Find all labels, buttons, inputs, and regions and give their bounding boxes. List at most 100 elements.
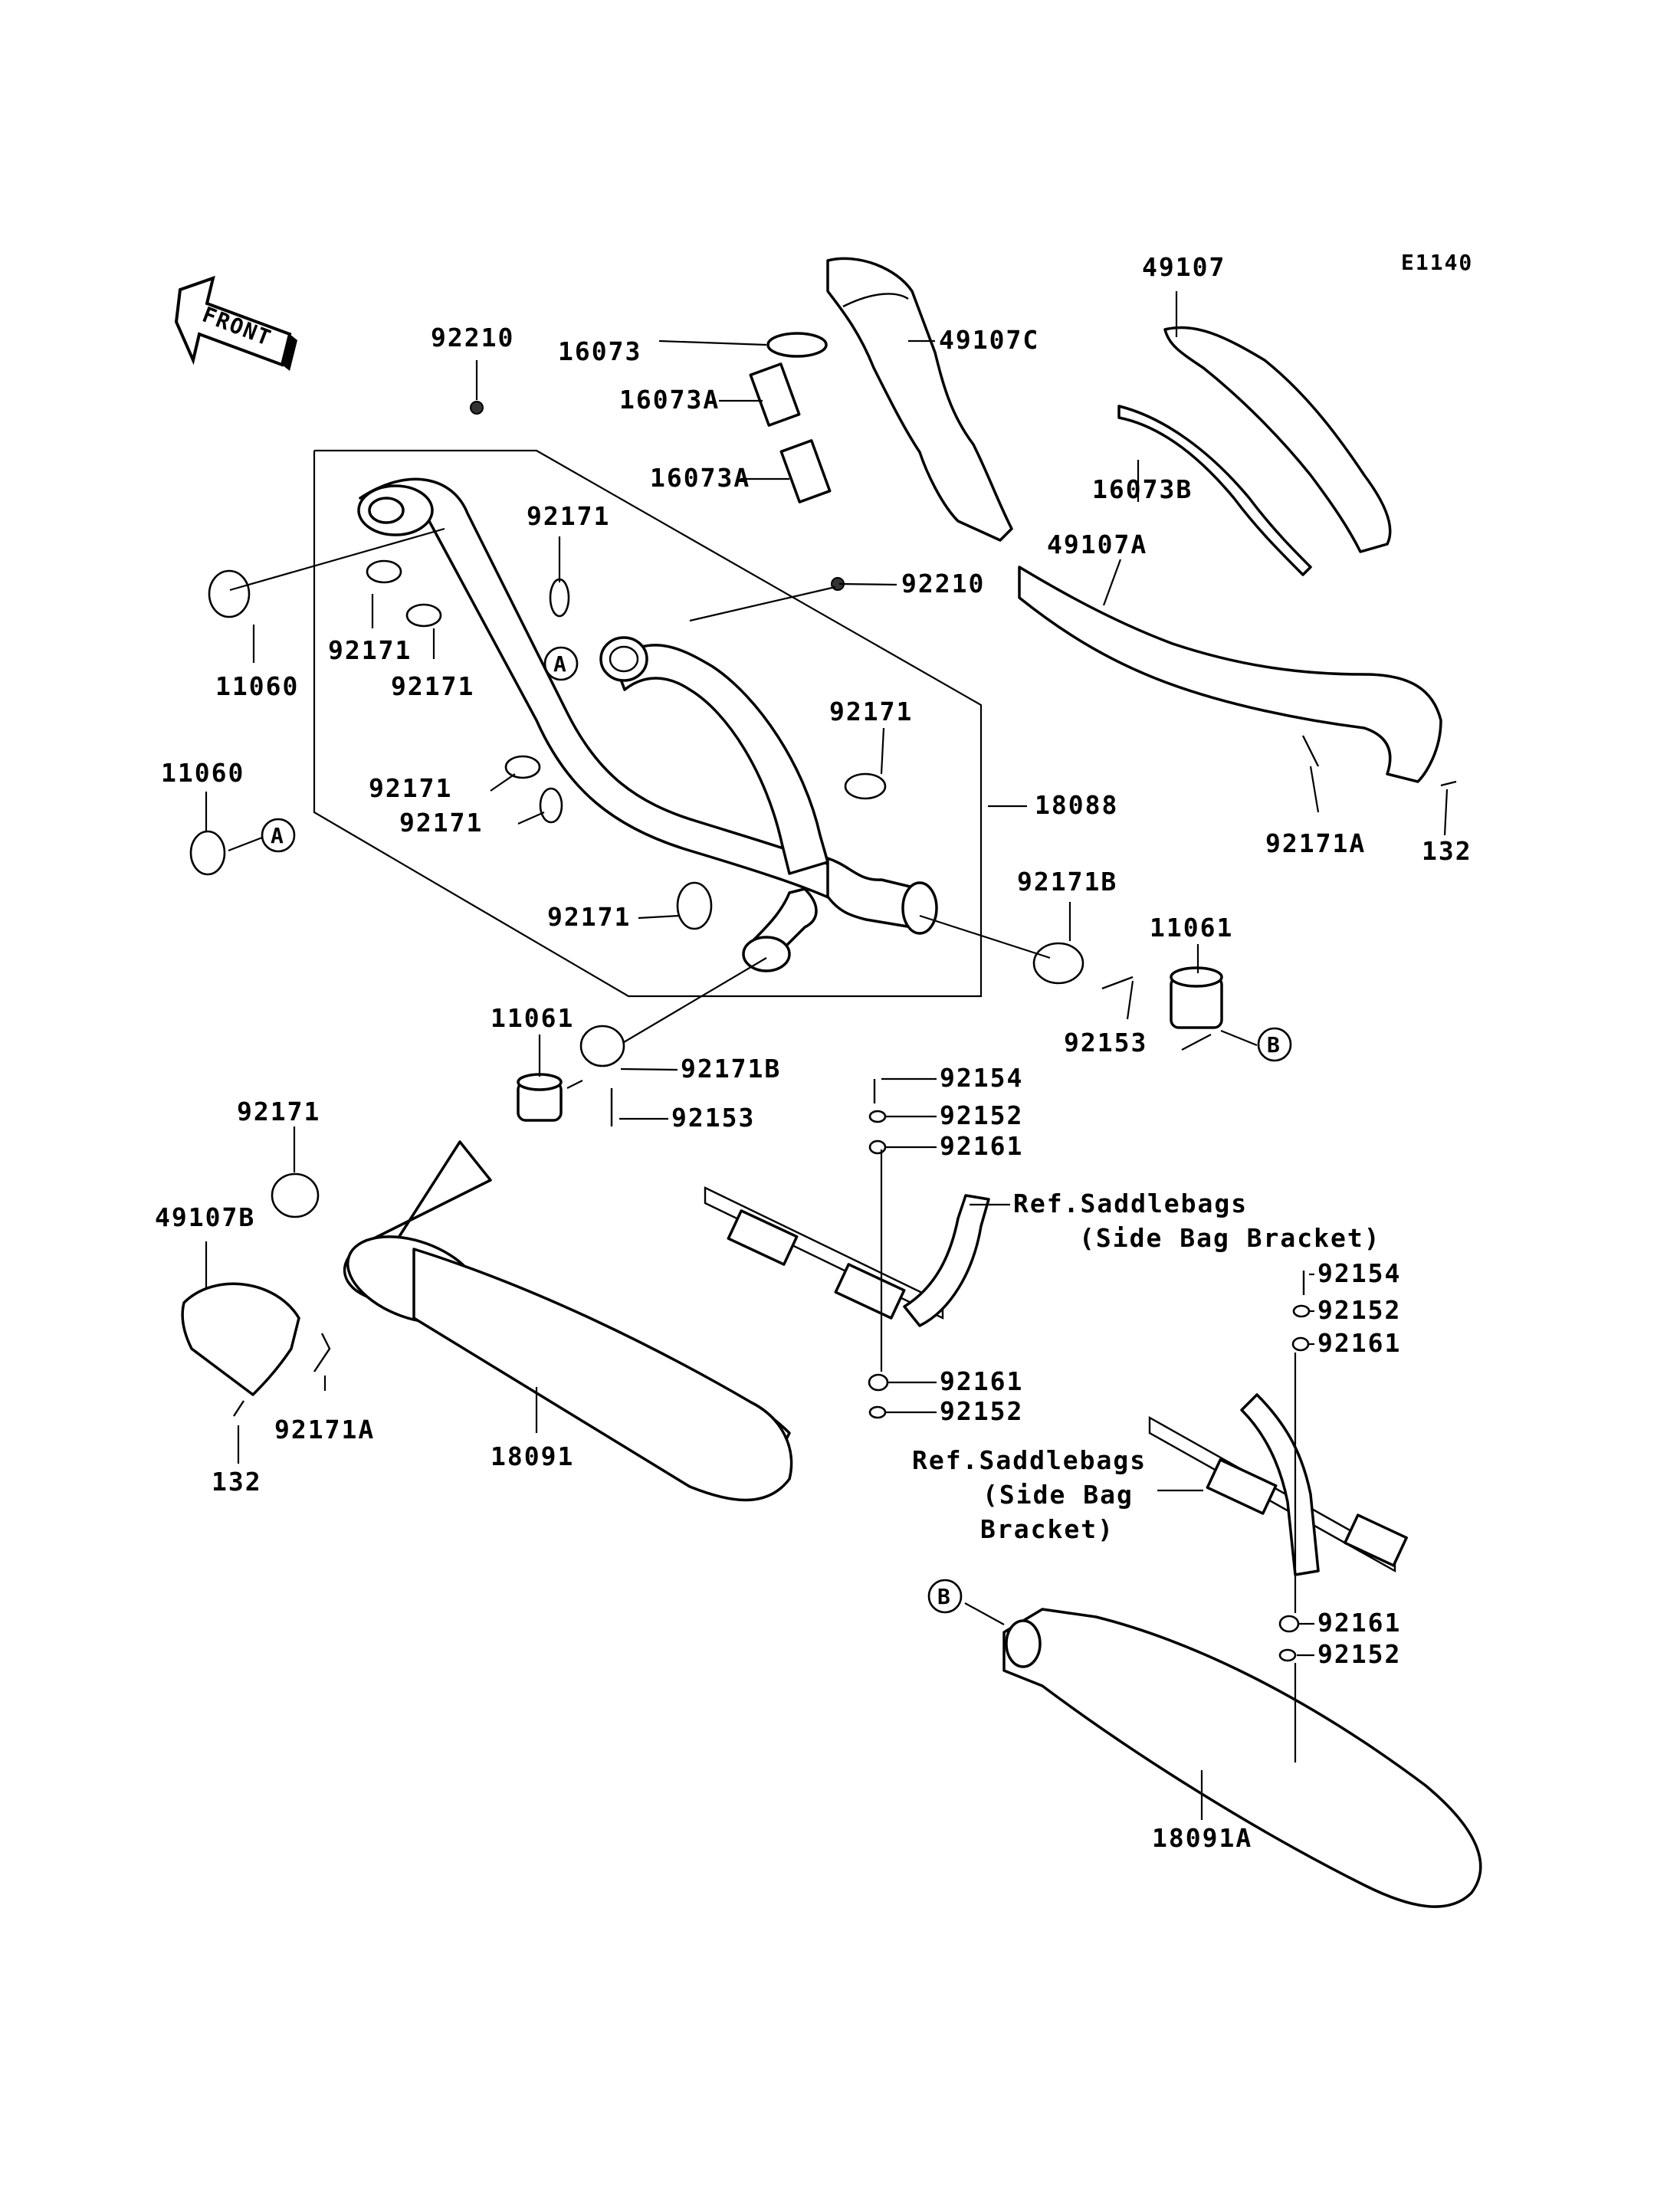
ref-side-bag-2a: (Side Bag — [983, 1480, 1134, 1510]
heat-shield-49107 — [1163, 326, 1392, 553]
label-49107A: 49107A — [1047, 530, 1147, 559]
marker-A-2 — [261, 818, 296, 853]
label-92171-e: 92171 — [369, 773, 452, 803]
heat-shield-16073B — [1117, 405, 1312, 576]
nut-92210-top — [470, 401, 484, 415]
front-header-pipe — [357, 477, 860, 906]
label-49107C: 49107C — [939, 325, 1039, 355]
label-49107B: 49107B — [155, 1202, 255, 1232]
label-92171-h: 92171 — [237, 1097, 320, 1126]
heat-shield-49107B — [181, 1282, 300, 1396]
label-18091: 18091 — [491, 1441, 574, 1471]
label-92210-mid: 92210 — [901, 569, 985, 598]
ref-saddlebags-1: Ref.Saddlebags — [1013, 1189, 1248, 1218]
assembly-box-18088 — [313, 449, 983, 998]
clamp-92171-f — [844, 772, 887, 800]
label-11061-a: 11061 — [1150, 913, 1233, 943]
clamp-92171-g — [676, 881, 713, 930]
label-16073: 16073 — [558, 336, 641, 366]
clamp-92171-b — [405, 603, 442, 628]
clamp-92171-e — [539, 787, 563, 824]
ref-side-bag-1: (Side Bag Bracket) — [1079, 1223, 1381, 1253]
label-92171-d: 92171 — [829, 697, 913, 726]
part-labels: 49107 49107C 16073 16073A 16073A 16073B … — [155, 252, 1472, 1853]
gasket-11061-a — [1170, 966, 1223, 1029]
diagram-code: E1140 — [1401, 250, 1473, 275]
marker-B-1 — [1257, 1027, 1292, 1062]
label-92210-top: 92210 — [431, 323, 514, 353]
label-92153-a: 92153 — [1064, 1028, 1147, 1058]
label-92171A-b: 92171A — [274, 1415, 375, 1444]
label-92161-c: 92161 — [940, 1366, 1023, 1396]
screw-132-b — [232, 1400, 245, 1417]
nut-92161-d — [1278, 1615, 1300, 1633]
clamp-92171A-b — [313, 1333, 331, 1372]
label-92171-b: 92171 — [328, 635, 412, 665]
nut-92161-a — [868, 1139, 887, 1155]
marker-A-1-label: A — [553, 651, 568, 677]
heat-shield-49107A — [1018, 566, 1442, 783]
label-92161-b: 92161 — [1317, 1328, 1401, 1358]
marker-B-1-label: B — [1267, 1032, 1281, 1058]
gasket-11060-a — [208, 569, 251, 618]
marker-A-1 — [543, 646, 579, 681]
label-92171-c: 92171 — [391, 671, 474, 701]
label-92152-c: 92152 — [940, 1396, 1023, 1426]
header-outlets — [742, 857, 938, 972]
marker-A-2-label: A — [271, 823, 285, 848]
pad-16073 — [766, 332, 828, 358]
washer-92152-b — [1292, 1304, 1311, 1318]
pad-16073A-1 — [749, 362, 801, 427]
saddlebag-bracket-2 — [1148, 1393, 1408, 1576]
label-92161-d: 92161 — [1317, 1608, 1401, 1638]
leader-lines — [205, 291, 1449, 1820]
label-16073B: 16073B — [1092, 474, 1193, 504]
label-132-b: 132 — [212, 1467, 262, 1497]
rear-header-pipe — [599, 636, 829, 875]
washer-92152-d — [1278, 1648, 1297, 1662]
label-49107: 49107 — [1142, 252, 1226, 282]
gasket-11060-b — [189, 830, 226, 876]
label-92171-g: 92171 — [547, 902, 631, 932]
clamp-92171-a — [366, 559, 402, 584]
label-18091A: 18091A — [1152, 1823, 1252, 1853]
label-92152-a: 92152 — [940, 1100, 1023, 1130]
washer-92152-c — [868, 1405, 887, 1419]
label-11060-a: 11060 — [215, 671, 299, 701]
label-18088: 18088 — [1035, 790, 1118, 820]
label-92152-d: 92152 — [1317, 1639, 1401, 1669]
label-92171B-b: 92171B — [681, 1054, 781, 1084]
label-132-a: 132 — [1422, 836, 1472, 866]
clamp-92171B-b — [579, 1025, 625, 1067]
label-11060-b: 11060 — [161, 758, 244, 788]
clamp-92171B-a — [1032, 942, 1084, 985]
muffler-18091A — [1002, 1608, 1482, 1908]
label-92153-b: 92153 — [671, 1103, 755, 1133]
label-92154-a: 92154 — [940, 1063, 1023, 1093]
gasket-11061-b — [517, 1073, 563, 1122]
label-11061-b: 11061 — [491, 1003, 574, 1033]
saddlebag-bracket-1 — [704, 1186, 990, 1327]
clamp-92171-d — [504, 755, 541, 779]
label-92161-a: 92161 — [940, 1131, 1023, 1161]
bolt-92153-a — [1101, 976, 1134, 990]
clamp-92171-h — [271, 1172, 320, 1218]
ref-side-bag-2b: Bracket) — [980, 1514, 1114, 1544]
label-92171-a: 92171 — [527, 501, 610, 531]
label-92171-f: 92171 — [399, 808, 483, 838]
nut-92161-b — [1291, 1336, 1310, 1352]
label-16073A-1: 16073A — [619, 385, 720, 415]
marker-B-2-label: B — [937, 1584, 952, 1609]
heat-shield-49107C — [826, 257, 1013, 542]
nut-92161-c — [868, 1373, 889, 1392]
clamp-92171-c — [549, 578, 570, 618]
label-16073A-2: 16073A — [650, 463, 750, 493]
label-92171B-a: 92171B — [1017, 867, 1117, 897]
front-arrow-icon: FRONT — [174, 275, 297, 371]
label-92152-b: 92152 — [1317, 1295, 1401, 1325]
screw-132-a — [1440, 780, 1457, 787]
pad-16073A-2 — [779, 439, 832, 503]
muffler-18091 — [343, 1140, 793, 1502]
